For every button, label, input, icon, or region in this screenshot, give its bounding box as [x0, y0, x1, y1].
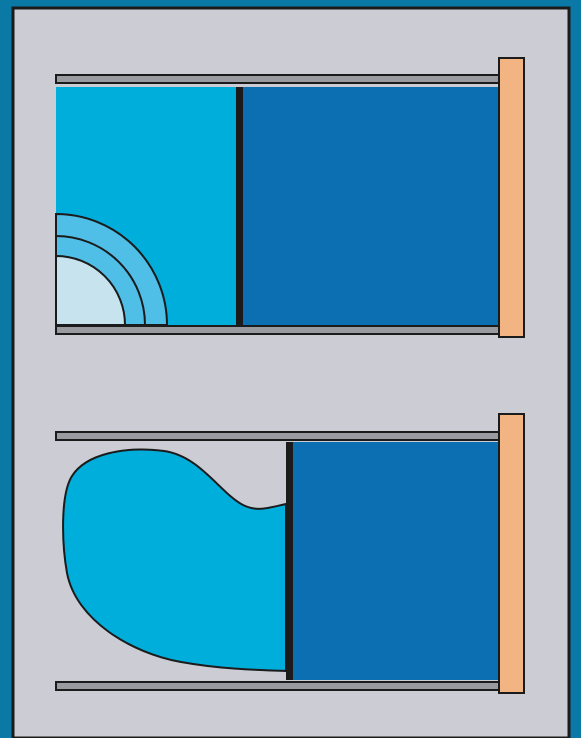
top-chamber-region	[242, 87, 501, 325]
top-wave-inner	[55, 254, 127, 326]
bottom-fluid-blob	[62, 448, 287, 673]
top-assembly	[55, 57, 525, 338]
bottom-chamber-region	[292, 442, 501, 680]
top-lower-rail	[55, 325, 502, 335]
top-upper-rail	[55, 74, 502, 84]
bottom-upper-rail	[55, 431, 502, 441]
bottom-lower-rail	[55, 681, 502, 691]
bottom-piston-plate	[498, 413, 525, 694]
top-divider	[236, 87, 243, 325]
top-piston-plate	[498, 57, 525, 338]
bottom-assembly	[55, 413, 525, 694]
bottom-divider	[286, 442, 293, 680]
